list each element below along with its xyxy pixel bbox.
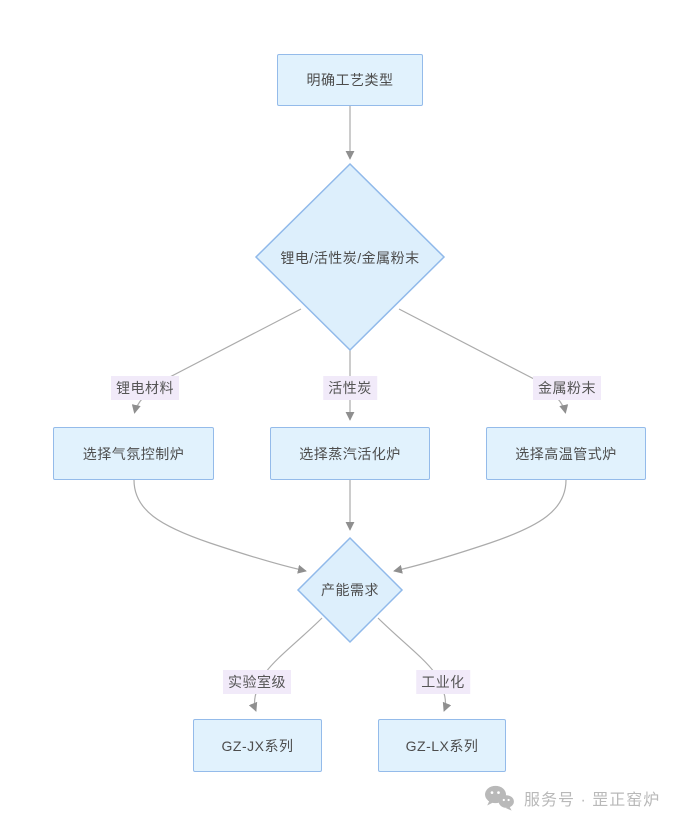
decision-process-label: 锂电/活性炭/金属粉末 [280, 250, 420, 266]
decision-capacity-diamond [296, 536, 404, 644]
node-atmosphere-furnace: 选择气氛控制炉 [53, 427, 214, 480]
node-steam-furnace: 选择蒸汽活化炉 [270, 427, 430, 480]
edge-tube-to-decision2 [393, 479, 567, 574]
edge-label-lab: 实验室级 [223, 670, 291, 694]
decision-process-diamond [254, 162, 446, 352]
node-start: 明确工艺类型 [277, 54, 423, 106]
node-tube-furnace: 选择高温管式炉 [486, 427, 646, 480]
edge-label-industrial: 工业化 [416, 670, 470, 694]
wechat-icon [484, 785, 515, 812]
edge-decision2-to-lx [377, 617, 452, 712]
edge-decision2-to-jx [248, 617, 323, 712]
watermark-text: 服务号 · 罡正窑炉 [524, 792, 661, 809]
edge-label-lithium: 锂电材料 [111, 376, 179, 400]
edge-atmosphere-to-decision2 [133, 479, 307, 574]
node-gz-lx-series: GZ-LX系列 [378, 719, 506, 772]
decision-capacity-label: 产能需求 [321, 582, 379, 598]
node-gz-jx-series: GZ-JX系列 [193, 719, 322, 772]
watermark: 服务号 · 罡正窑炉 [484, 784, 660, 812]
edge-label-carbon: 活性炭 [323, 376, 377, 400]
edge-label-metal: 金属粉末 [533, 376, 601, 400]
